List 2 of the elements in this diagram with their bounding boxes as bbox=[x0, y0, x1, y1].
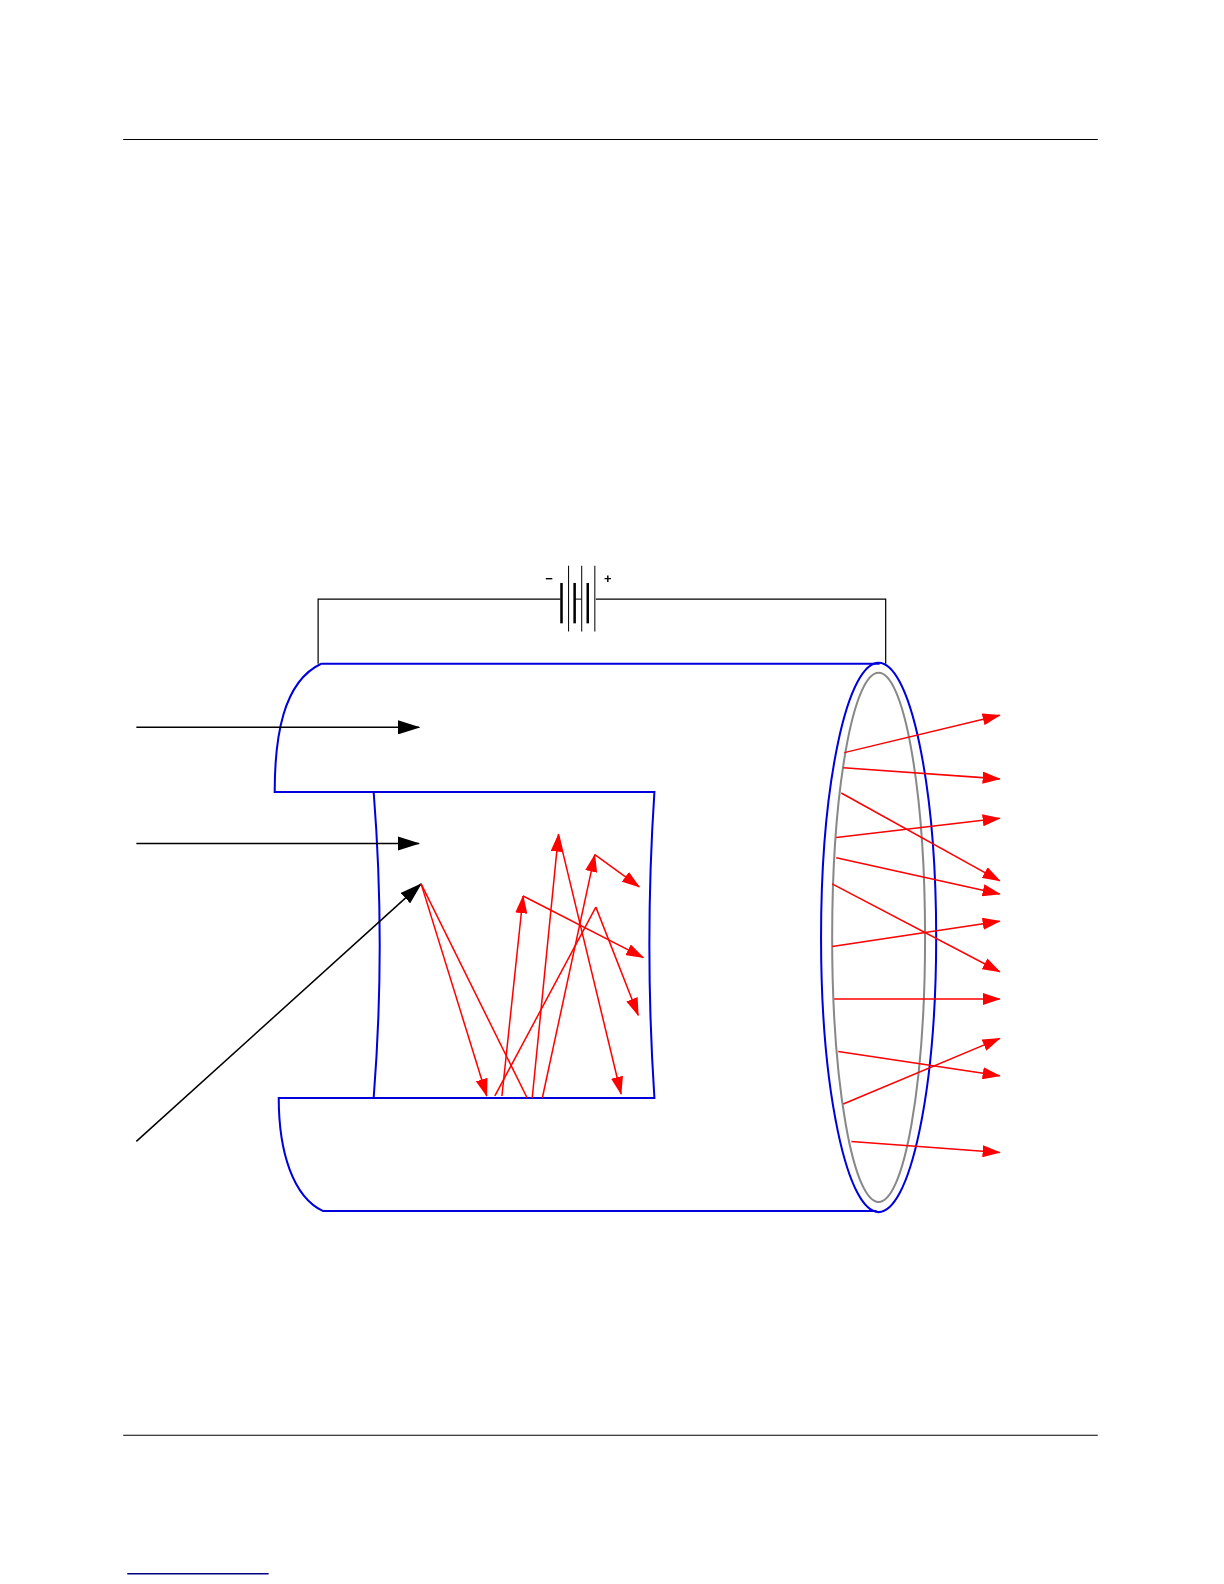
polarity-sign: − bbox=[545, 571, 553, 586]
polarity-sign: + bbox=[603, 571, 612, 586]
